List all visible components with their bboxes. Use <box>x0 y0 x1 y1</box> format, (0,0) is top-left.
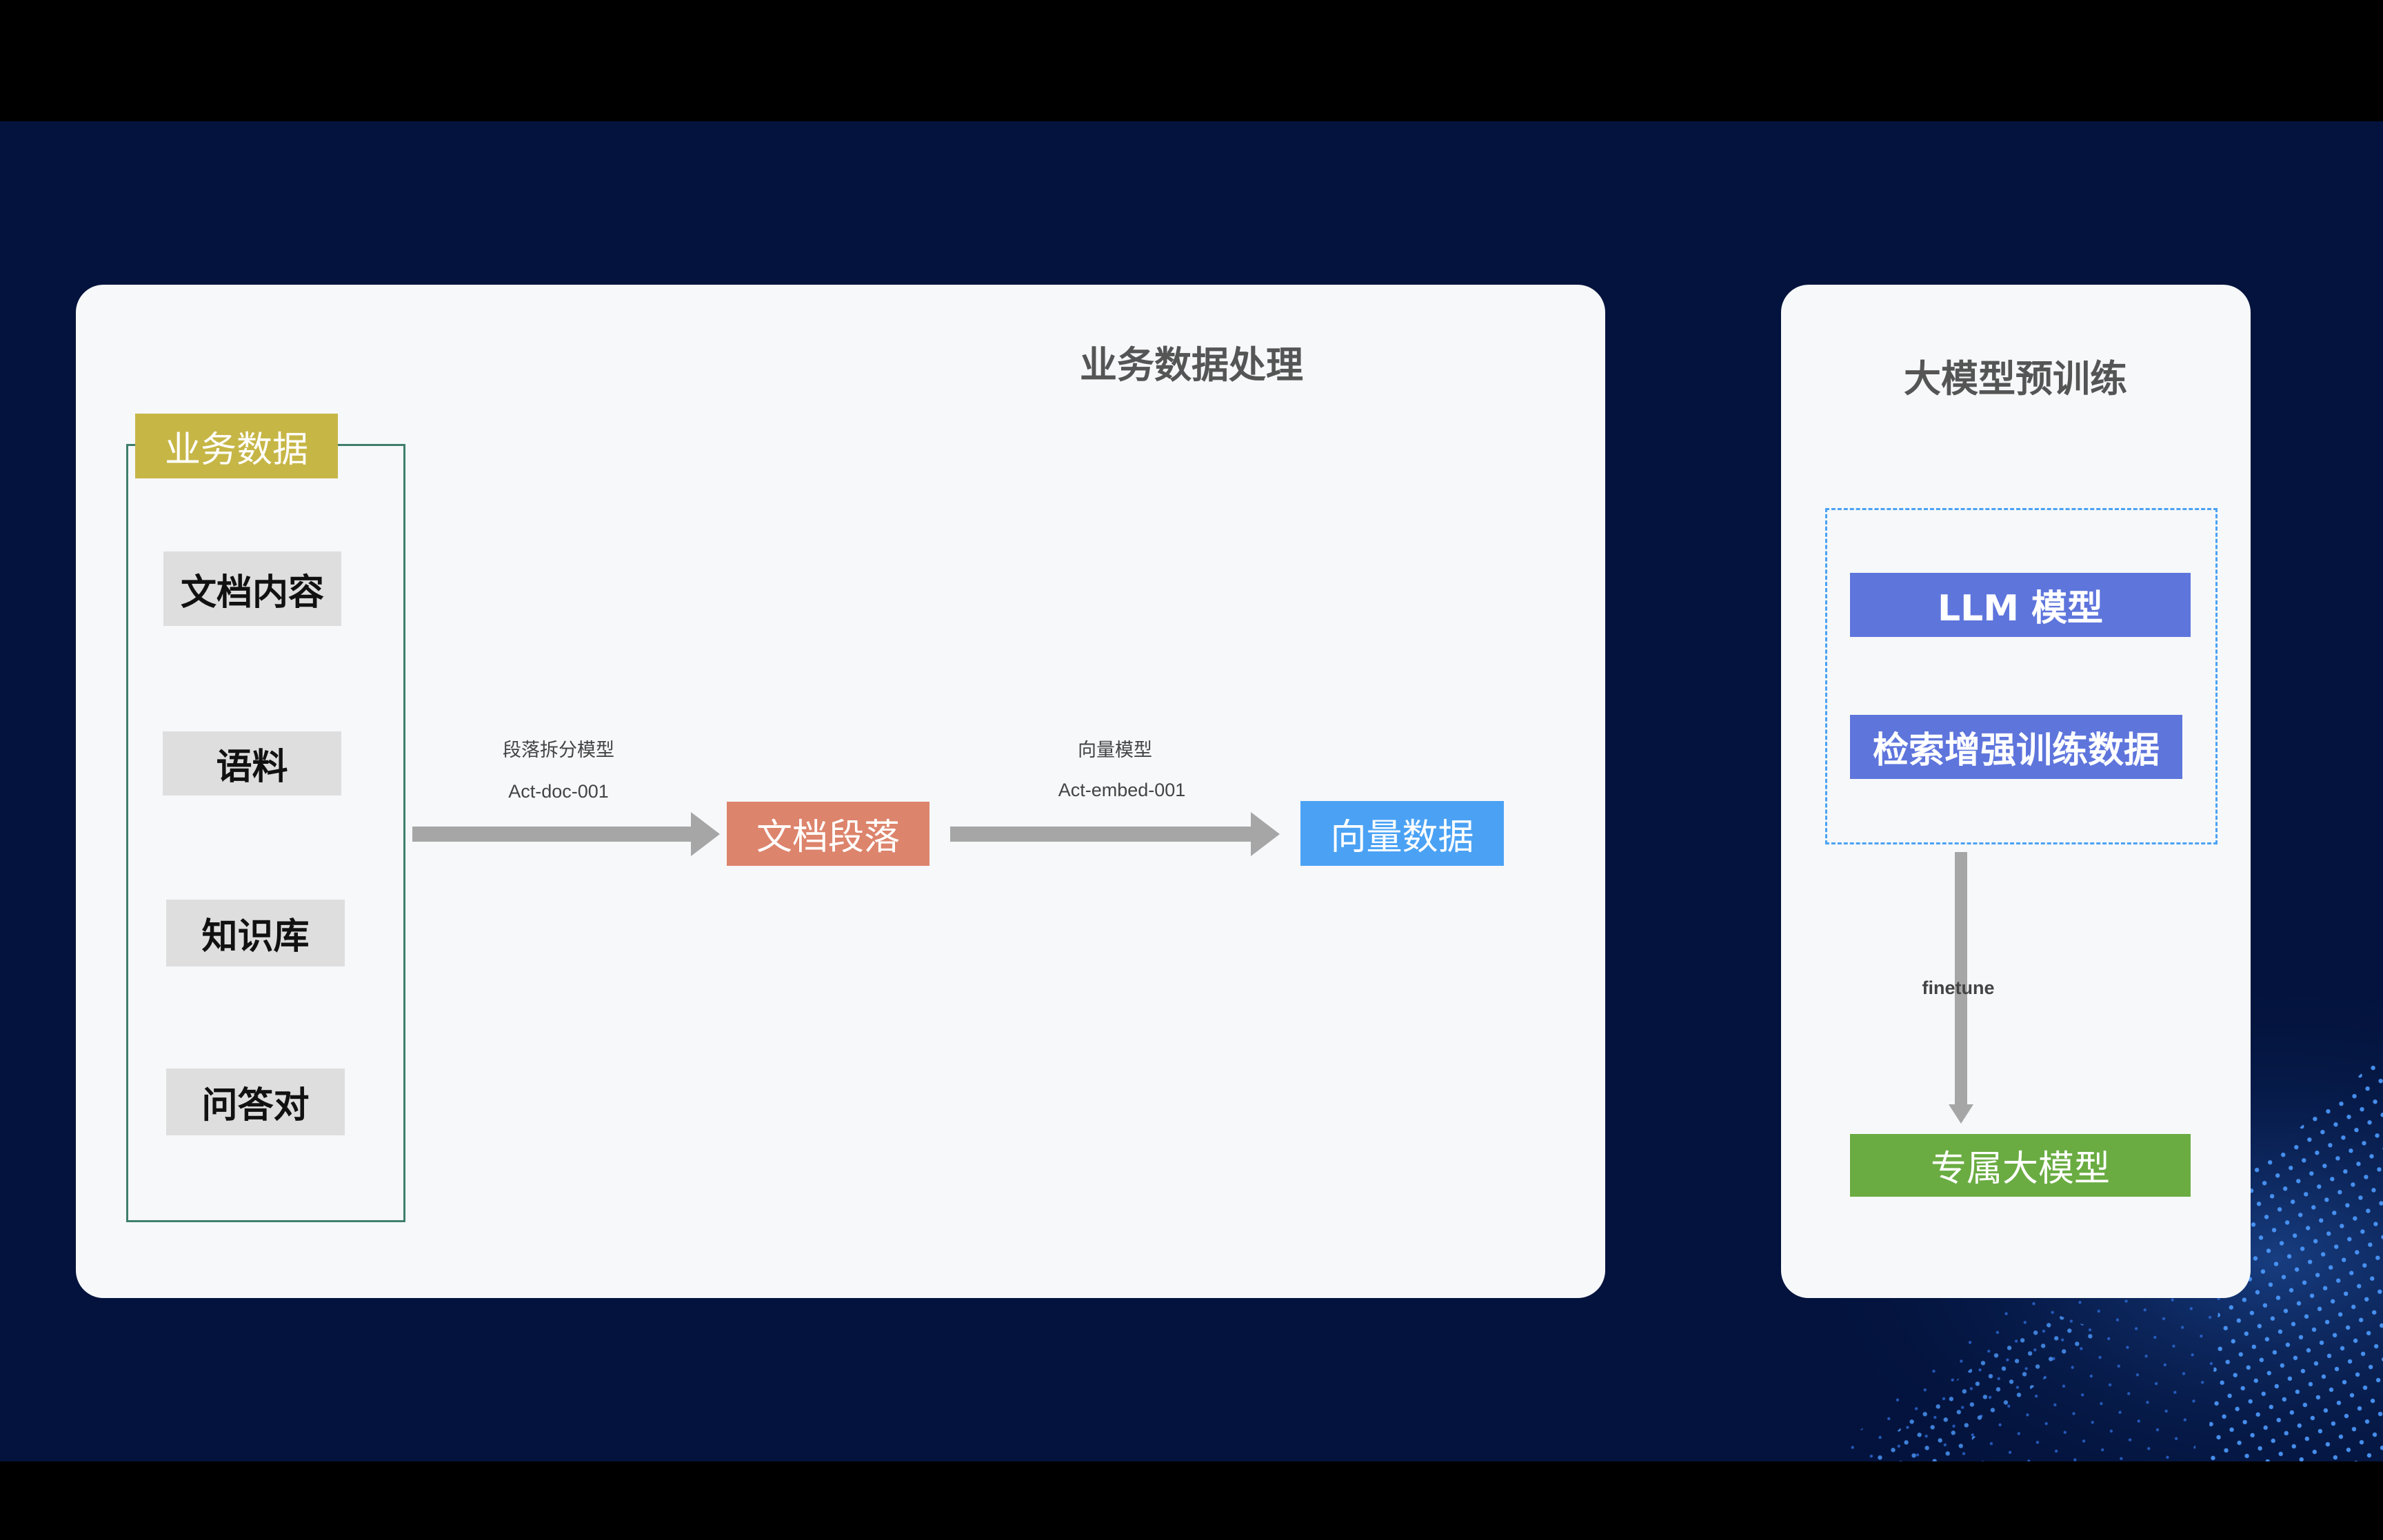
arrow-right-icon <box>412 812 720 856</box>
embedding-model-id: Act-embed-001 <box>1058 780 1186 800</box>
llm-pretraining-panel <box>1781 285 2251 1298</box>
source-item-knowledge-base: 知识库 <box>166 900 345 966</box>
exclusive-llm-node: 专属大模型 <box>1850 1134 2191 1197</box>
source-item-corpus: 语料 <box>163 731 341 796</box>
source-item-qa-pairs: 问答对 <box>166 1068 345 1135</box>
business-data-badge: 业务数据 <box>135 414 338 478</box>
finetune-edge-label: finetune <box>1922 977 1995 998</box>
llm-model-node: LLM 模型 <box>1850 573 2191 637</box>
document-segment-node: 文档段落 <box>727 802 929 866</box>
paragraph-split-model-id: Act-doc-001 <box>508 781 609 802</box>
source-item-document-content: 文档内容 <box>163 551 341 626</box>
paragraph-split-model-label: 段落拆分模型 <box>503 740 614 760</box>
arrow-down-icon <box>1955 852 1967 1104</box>
arrow-down-head-icon <box>1949 1104 1973 1124</box>
arrow-right-icon <box>950 812 1280 856</box>
embedding-model-label: 向量模型 <box>1078 740 1152 760</box>
panel-title-llm-pretraining: 大模型预训练 <box>1904 357 2127 401</box>
vector-data-node: 向量数据 <box>1300 801 1504 866</box>
rag-training-data-node: 检索增强训练数据 <box>1850 715 2182 779</box>
panel-title-business-data-processing: 业务数据处理 <box>1080 343 1303 387</box>
training-inputs-dashed-group <box>1825 508 2218 844</box>
